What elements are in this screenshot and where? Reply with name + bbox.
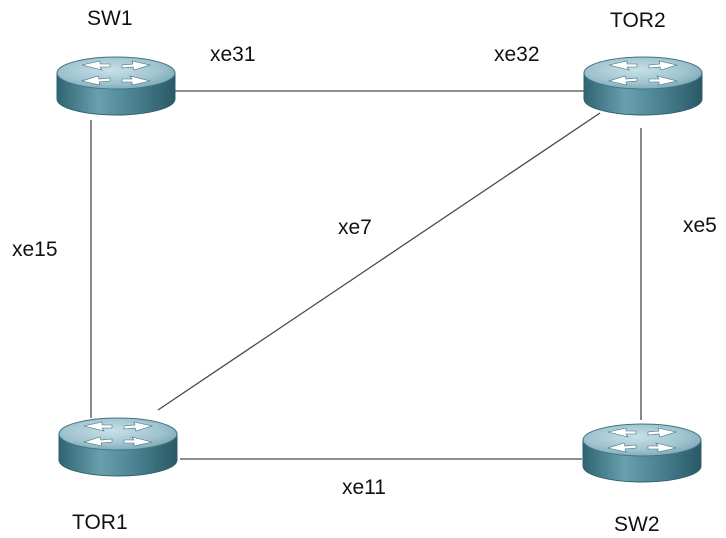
sw2-label: SW2 xyxy=(614,513,660,536)
interface-label-xe5: xe5 xyxy=(683,214,717,237)
tor1-label: TOR1 xyxy=(72,511,128,534)
tor2-label: TOR2 xyxy=(610,9,666,32)
interface-label-xe7: xe7 xyxy=(338,216,372,239)
interface-label-xe32: xe32 xyxy=(494,43,540,66)
sw2-router-icon xyxy=(582,423,702,483)
interface-label-xe31: xe31 xyxy=(210,43,256,66)
interface-label-xe11: xe11 xyxy=(342,476,386,499)
tor1-router-icon xyxy=(58,417,178,477)
tor2-router-icon xyxy=(583,56,703,116)
sw1-router-icon xyxy=(56,56,176,116)
interface-label-xe15: xe15 xyxy=(12,238,58,261)
link-tor1-tor2 xyxy=(157,112,601,411)
sw1-label: SW1 xyxy=(87,7,133,30)
